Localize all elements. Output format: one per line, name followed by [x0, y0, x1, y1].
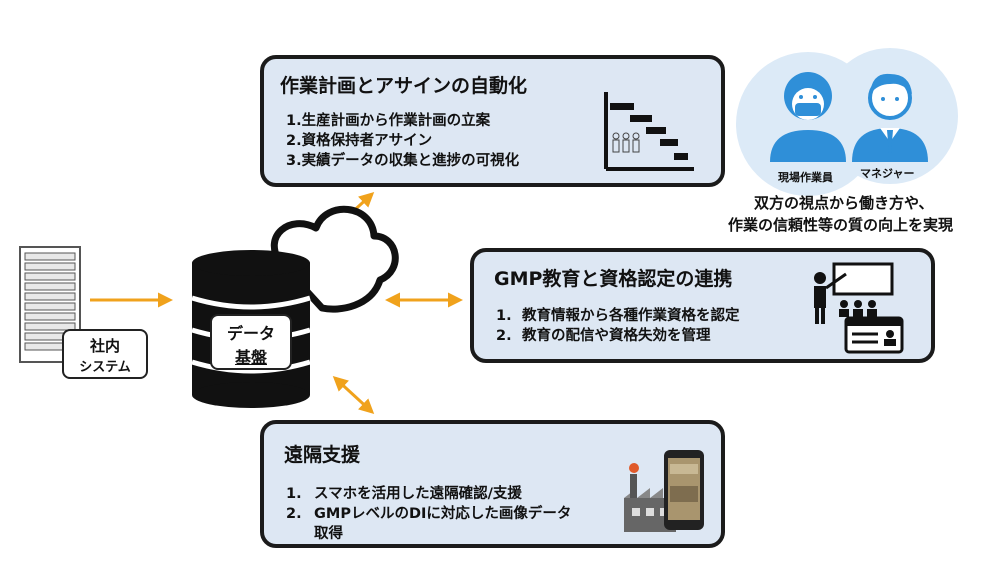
gmp-box: GMP教育と資格認定の連携 1.教育情報から各種作業資格を認定 2.教育の配信や… [470, 248, 935, 363]
data-platform-line1: データ [226, 324, 275, 343]
persona-caption-line1: 双方の視点から働き方や、 [754, 194, 934, 212]
worker-label: 現場作業員 [778, 171, 833, 184]
automation-list: 1.生産計画から作業計画の立案 2.資格保持者アサイン 3.実績データの収集と進… [286, 111, 519, 171]
smartphone-icon [664, 450, 704, 530]
remote-box: 遠隔支援 1.スマホを活用した遠隔確認/支援 2.GMPレベルのDIに対応した画… [260, 420, 725, 548]
manager-label: マネジャー [860, 167, 915, 180]
worker-icon [770, 72, 846, 162]
automation-title: 作業計画とアサインの自動化 [280, 75, 528, 97]
manager-icon [852, 73, 928, 162]
list-item: 2.GMPレベルのDIに対応した画像データ [286, 506, 572, 522]
id-card-icon [844, 316, 904, 354]
automation-box: 作業計画とアサインの自動化 1.生産計画から作業計画の立案 2.資格保持者アサイ… [260, 55, 725, 187]
teacher-icon [814, 262, 904, 354]
internal-system-line2: システム [79, 360, 131, 375]
data-platform-label: データ 基盤 [210, 314, 292, 370]
internal-system-line1: 社内 [89, 337, 120, 355]
remote-graphic [624, 450, 704, 532]
list-item: 1.生産計画から作業計画の立案 [286, 113, 491, 129]
persona-caption-line2: 作業の信頼性等の質の向上を実現 [728, 216, 954, 234]
arrow-data-remote [332, 375, 375, 415]
gmp-list: 1.教育情報から各種作業資格を認定 2.教育の配信や資格失効を管理 [496, 306, 740, 346]
list-item: 1.スマホを活用した遠隔確認/支援 [286, 486, 522, 502]
data-platform-line2: 基盤 [234, 348, 267, 367]
remote-list: 1.スマホを活用した遠隔確認/支援 2.GMPレベルのDIに対応した画像データ … [286, 484, 571, 544]
list-item: 2.資格保持者アサイン [286, 133, 433, 149]
list-item: 2.教育の配信や資格失効を管理 [496, 328, 711, 344]
list-item: 取得 [314, 526, 343, 542]
list-item: 3.実績データの収集と進捗の可視化 [286, 153, 520, 169]
list-item: 1.教育情報から各種作業資格を認定 [496, 308, 740, 324]
gmp-title: GMP教育と資格認定の連携 [494, 268, 733, 290]
gantt-chart-icon [604, 92, 694, 171]
internal-system-label: 社内 システム [62, 329, 148, 379]
remote-title: 遠隔支援 [284, 444, 361, 466]
